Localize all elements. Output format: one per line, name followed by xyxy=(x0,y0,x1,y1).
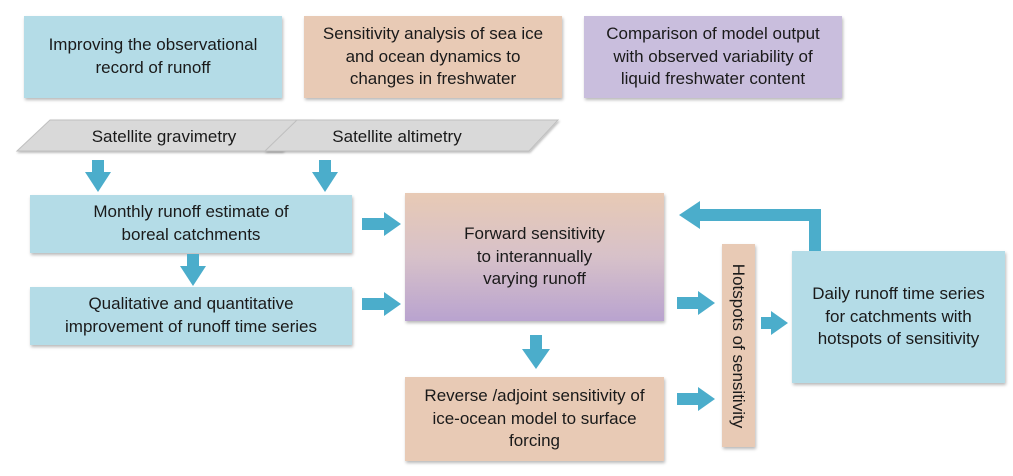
daily-runoff-box: Daily runoff time series for catchments … xyxy=(792,251,1005,383)
arrow-gravimetry-to-monthly xyxy=(85,160,111,192)
forward-sensitivity-label: Forward sensitivity to interannually var… xyxy=(464,223,605,289)
monthly-runoff-label: Monthly runoff estimate of boreal catchm… xyxy=(93,202,289,244)
arrow-forward-to-reverse xyxy=(522,335,550,369)
satellite-gravimetry-label: Satellite gravimetry xyxy=(92,127,237,146)
daily-runoff-label: Daily runoff time series for catchments … xyxy=(812,283,985,349)
hotspots-box: Hotspots of sensitivity xyxy=(722,244,755,447)
arrow-altimetry-to-monthly xyxy=(312,160,338,192)
goal-model-comparison: Comparison of model output with observed… xyxy=(584,16,842,98)
satellite-altimetry-shape xyxy=(263,119,560,152)
arrow-hotspots-to-daily xyxy=(761,311,788,335)
arrow-forward-to-hotspots xyxy=(677,291,715,315)
runoff-improvement-box: Qualitative and quantitative improvement… xyxy=(30,287,352,345)
goal-sensitivity-analysis: Sensitivity analysis of sea ice and ocea… xyxy=(304,16,562,98)
monthly-runoff-box: Monthly runoff estimate of boreal catchm… xyxy=(30,195,352,253)
satellite-altimetry-label: Satellite altimetry xyxy=(332,127,462,146)
reverse-sensitivity-label: Reverse /adjoint sensitivity of ice-ocea… xyxy=(424,385,645,451)
arrow-improvement-to-forward xyxy=(362,292,401,316)
goal-model-comparison-label: Comparison of model output with observed… xyxy=(606,23,820,89)
reverse-sensitivity-box: Reverse /adjoint sensitivity of ice-ocea… xyxy=(405,377,664,461)
arrow-reverse-to-hotspots xyxy=(677,387,715,411)
forward-sensitivity-box: Forward sensitivity to interannually var… xyxy=(405,193,664,321)
runoff-improvement-label: Qualitative and quantitative improvement… xyxy=(65,294,317,336)
goal-sensitivity-analysis-label: Sensitivity analysis of sea ice and ocea… xyxy=(322,23,544,89)
goal-observational-record-label: Improving the observational record of ru… xyxy=(48,35,258,77)
arrow-daily-to-forward-feedback xyxy=(679,201,821,251)
goal-observational-record: Improving the observational record of ru… xyxy=(24,16,282,98)
arrow-monthly-to-improvement xyxy=(180,254,206,286)
arrow-monthly-to-forward xyxy=(362,212,401,236)
